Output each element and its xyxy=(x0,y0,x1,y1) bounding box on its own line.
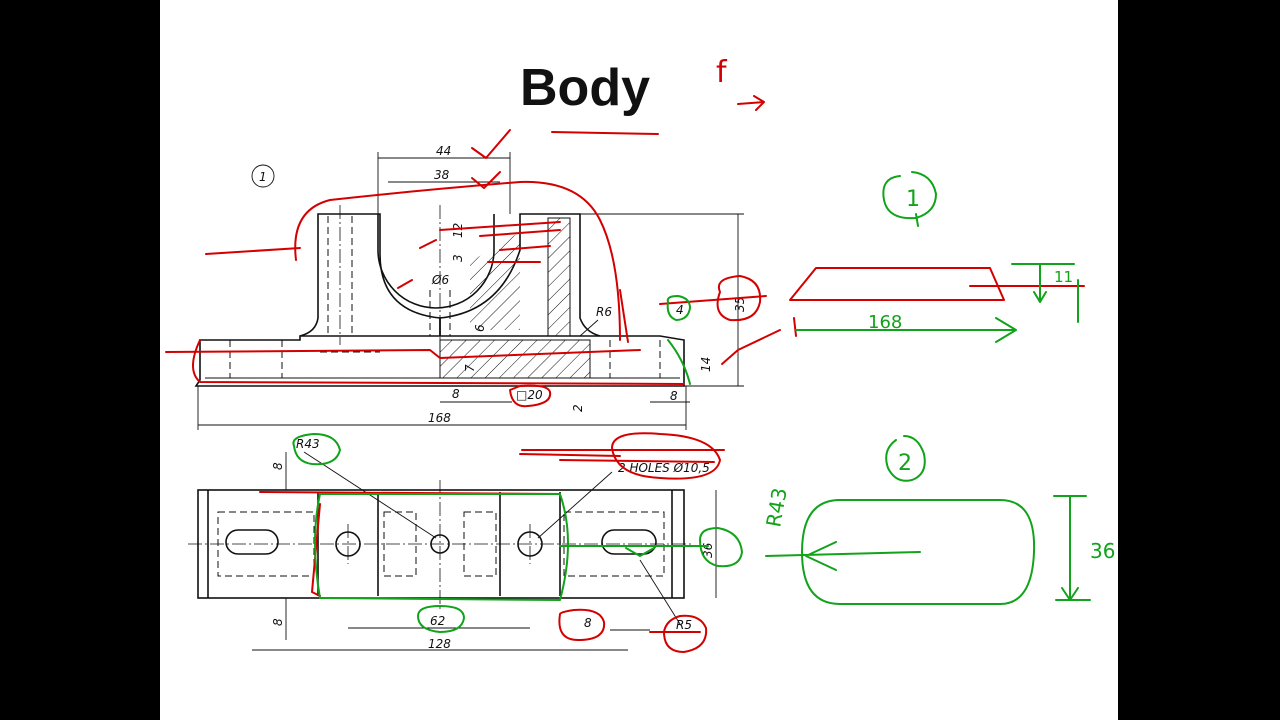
dim-3: 3 xyxy=(451,254,465,262)
dim-8-top-a: 8 xyxy=(271,462,285,470)
outline-body xyxy=(314,493,569,601)
top-view: R43 8 2 HOLES Ø10,5 36 8 62 8 R5 128 xyxy=(188,437,717,651)
dim-14: 14 xyxy=(699,357,713,372)
right-slot xyxy=(601,529,657,555)
dim-6: 6 xyxy=(473,324,487,332)
sketch1-length: 168 xyxy=(868,312,902,333)
circle-holes xyxy=(611,432,721,480)
red-markup: f xyxy=(165,55,1085,653)
dim-2: 2 xyxy=(571,404,585,412)
dim-38: 38 xyxy=(434,168,450,182)
sketch1-height: 11 xyxy=(1054,268,1073,286)
dim-44: 44 xyxy=(436,144,451,158)
slide-page xyxy=(160,0,1118,720)
circle-62 xyxy=(417,605,465,633)
note-f: f xyxy=(716,55,728,90)
dim-r6: R6 xyxy=(596,305,612,319)
dim-r5: R5 xyxy=(676,618,692,632)
check-mark-44 xyxy=(471,129,511,159)
green-markup: 1 168 11 2 R43 36 xyxy=(292,171,1115,633)
view-number: 1 xyxy=(259,170,267,184)
circle-sq20 xyxy=(509,384,552,408)
sketch2-radius: R43 xyxy=(761,486,791,529)
dim-8-top-c: 8 xyxy=(584,616,592,630)
step2-number: 2 xyxy=(898,451,912,476)
dim-8-front-a: 8 xyxy=(452,387,460,401)
step1-number: 1 xyxy=(906,187,920,212)
dim-4: 4 xyxy=(676,303,684,317)
view-number-circle xyxy=(251,164,275,188)
dim-sq20: □20 xyxy=(516,388,543,402)
dim-r43: R43 xyxy=(296,437,320,451)
dim-128: 128 xyxy=(428,637,451,651)
dim-7: 7 xyxy=(463,364,477,372)
sketch1-length-arrow xyxy=(795,317,1017,343)
dim-62: 62 xyxy=(430,614,445,628)
sketch2-width: 36 xyxy=(1090,539,1115,563)
sketch2-slot xyxy=(801,499,1036,605)
circle-36 xyxy=(699,527,743,568)
left-boss xyxy=(299,213,441,337)
dim-8-front-b: 8 xyxy=(670,389,678,403)
circle-r43 xyxy=(292,433,341,466)
circle-r5 xyxy=(663,614,708,653)
left-slot xyxy=(225,529,279,555)
dim-35: 35 xyxy=(733,297,747,312)
dim-168: 168 xyxy=(428,411,451,425)
sketch1-trapezoid xyxy=(789,267,1005,301)
check-mark-38 xyxy=(471,171,501,189)
circle-dim-35 xyxy=(716,275,762,322)
circle-dim-4 xyxy=(666,295,691,321)
front-view: 1 44 xyxy=(194,144,747,430)
hatched-section xyxy=(439,339,591,379)
hatched-web xyxy=(470,232,520,330)
dim-8-top-b: 8 xyxy=(271,618,285,626)
slide-title: Body xyxy=(520,59,650,117)
circle-8 xyxy=(558,608,606,641)
step2-circle xyxy=(885,435,926,482)
dim-phi6: Ø6 xyxy=(431,273,449,287)
dim-holes: 2 HOLES Ø10,5 xyxy=(618,461,710,475)
dim-12: 12 xyxy=(451,223,465,238)
hatched-wall xyxy=(547,217,571,337)
